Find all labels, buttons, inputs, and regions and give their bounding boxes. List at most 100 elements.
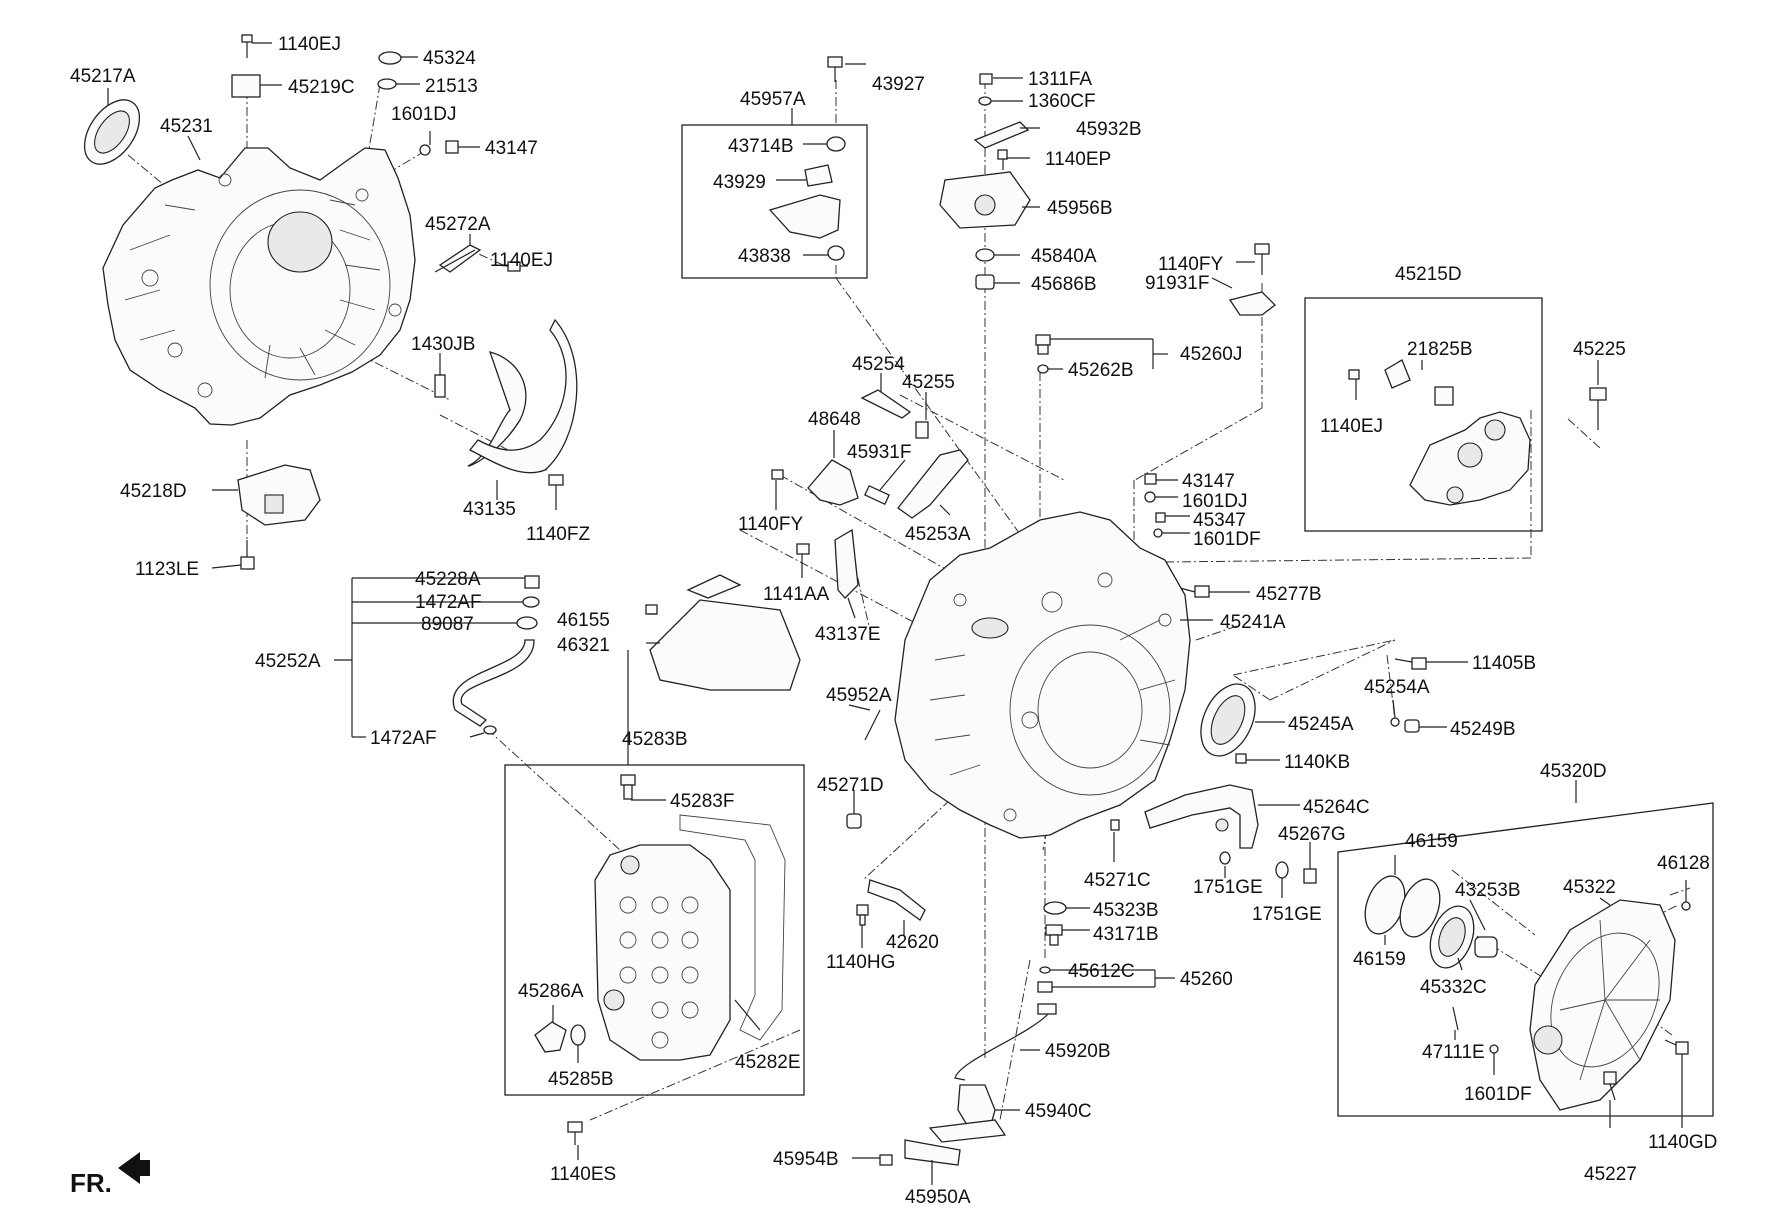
label-1140fy-b: 1140FY	[738, 514, 803, 535]
label-46321: 46321	[557, 635, 610, 656]
bearing-45332c-drawing	[1474, 936, 1498, 958]
label-1140kb: 1140KB	[1284, 752, 1350, 773]
label-45954b: 45954B	[773, 1149, 839, 1170]
label-45940c: 45940C	[1025, 1101, 1092, 1122]
label-45215d: 45215D	[1395, 264, 1462, 285]
label-46159-b: 46159	[1353, 949, 1406, 970]
label-46159-a: 46159	[1405, 831, 1458, 852]
label-1601df-a: 1601DF	[1193, 529, 1261, 550]
clamp-89087-drawing	[516, 616, 538, 630]
bolt-1123le-drawing	[240, 540, 255, 570]
label-45282e: 45282E	[735, 1052, 801, 1073]
front-arrow-icon	[118, 1152, 150, 1184]
label-43253b: 43253B	[1455, 880, 1521, 901]
assembly-box-45215d	[1304, 297, 1543, 532]
assembly-box-45283b	[504, 764, 805, 1096]
label-45227: 45227	[1584, 1164, 1637, 1185]
bracket-21825b-drawing	[1384, 359, 1454, 406]
bolt-1140gd-drawing	[1664, 1039, 1689, 1055]
label-45283b: 45283B	[622, 729, 688, 750]
label-45253a: 45253A	[905, 524, 971, 545]
pin-46128-drawing	[1681, 901, 1691, 911]
label-43838: 43838	[738, 246, 791, 267]
label-1140fz: 1140FZ	[526, 524, 590, 545]
label-45840a: 45840A	[1031, 246, 1097, 267]
plug-45260j-drawing	[1035, 334, 1051, 355]
label-1472af-b: 1472AF	[370, 728, 437, 749]
collar-45686b-drawing	[975, 274, 995, 290]
label-45931f: 45931F	[847, 442, 911, 463]
bushing-43714b-drawing	[826, 136, 846, 152]
label-45952a: 45952A	[826, 685, 892, 706]
label-91931f: 91931F	[1145, 273, 1209, 294]
label-45324: 45324	[423, 48, 476, 69]
pin-47111e-drawing	[1452, 1006, 1459, 1031]
bracket-45950a-drawing	[904, 1139, 961, 1166]
washer-1751ge-drawing	[1219, 851, 1231, 865]
clip-1472af-b-drawing	[483, 725, 497, 735]
label-45249b: 45249B	[1450, 719, 1516, 740]
bracket-43929-drawing	[768, 164, 841, 239]
pin-45931f-drawing	[864, 484, 890, 506]
label-45217a: 45217A	[70, 66, 136, 87]
label-1601df-b: 1601DF	[1464, 1084, 1532, 1105]
valve-body-45283b-drawing	[594, 844, 731, 1061]
label-45320d: 45320D	[1540, 761, 1607, 782]
seal-43253b-drawing	[1429, 905, 1475, 969]
bolt-1140ej-c-drawing	[1348, 369, 1360, 380]
label-11405b: 11405B	[1472, 653, 1536, 674]
label-45219c: 45219C	[288, 77, 355, 98]
oring-45612c-drawing	[1039, 966, 1051, 974]
label-45285b: 45285B	[548, 1069, 614, 1090]
label-1140ep: 1140EP	[1045, 149, 1111, 170]
pin-1601df-b-drawing	[1489, 1044, 1499, 1054]
assembly-box-45957a	[681, 124, 868, 279]
label-43929: 43929	[713, 172, 766, 193]
plug-45347-drawing	[1155, 512, 1166, 523]
mount-45215d-drawing	[1409, 411, 1531, 506]
bolt-45227-drawing	[1603, 1071, 1617, 1101]
label-1140hg: 1140HG	[826, 952, 895, 973]
label-43147-a: 43147	[485, 138, 538, 159]
bracket-45228a-drawing	[524, 575, 540, 589]
label-43927: 43927	[872, 74, 925, 95]
label-45932b: 45932B	[1076, 119, 1142, 140]
part-labels: 1140EJ 45324 45217A 45219C 21513 45231 1…	[70, 34, 1717, 1208]
detent-45253a-drawing	[897, 449, 969, 519]
oring-45262b-drawing	[1037, 364, 1049, 374]
pin-45254-drawing	[860, 389, 912, 419]
label-43147-b: 43147	[1182, 471, 1235, 492]
washer-1360cf-drawing	[978, 96, 992, 106]
label-45920b: 45920B	[1045, 1041, 1111, 1062]
plug-45283f-drawing	[620, 774, 636, 800]
label-46128: 46128	[1657, 853, 1710, 874]
label-1472af-a: 1472AF	[415, 592, 482, 613]
label-1140gd: 1140GD	[1648, 1132, 1717, 1153]
pin-45271d-drawing	[846, 813, 862, 829]
bolt-1140fz-drawing	[548, 474, 564, 495]
pin-45271c-drawing	[1110, 819, 1120, 831]
label-21825b: 21825B	[1407, 339, 1473, 360]
switch-45956b-drawing	[939, 171, 1031, 229]
label-43171b: 43171B	[1093, 924, 1159, 945]
label-42620: 42620	[886, 932, 939, 953]
label-45957a: 45957A	[740, 89, 806, 110]
lever-48648-drawing	[807, 459, 859, 506]
bolt-1140es-drawing	[567, 1121, 583, 1145]
sensor-45940c-drawing	[928, 1084, 1007, 1143]
washer-45285b-drawing	[570, 1024, 586, 1046]
front-label: FR.	[70, 1168, 112, 1198]
pin-45254a-drawing	[1390, 717, 1400, 727]
label-45228a: 45228A	[415, 569, 481, 590]
washer-21513-drawing	[377, 78, 397, 90]
bolt-1140kb-drawing	[1235, 753, 1247, 764]
plug-45267g-drawing	[1303, 868, 1317, 884]
nut-43147-b-drawing	[1144, 473, 1157, 485]
bracket-91931f-drawing	[1228, 291, 1276, 316]
bolt-45954b-drawing	[879, 1154, 893, 1166]
label-45260j: 45260J	[1180, 344, 1242, 365]
label-45347: 45347	[1193, 510, 1246, 531]
label-45254: 45254	[852, 354, 905, 375]
label-45956b: 45956B	[1047, 198, 1113, 219]
seal-45245a-drawing	[1200, 683, 1256, 757]
